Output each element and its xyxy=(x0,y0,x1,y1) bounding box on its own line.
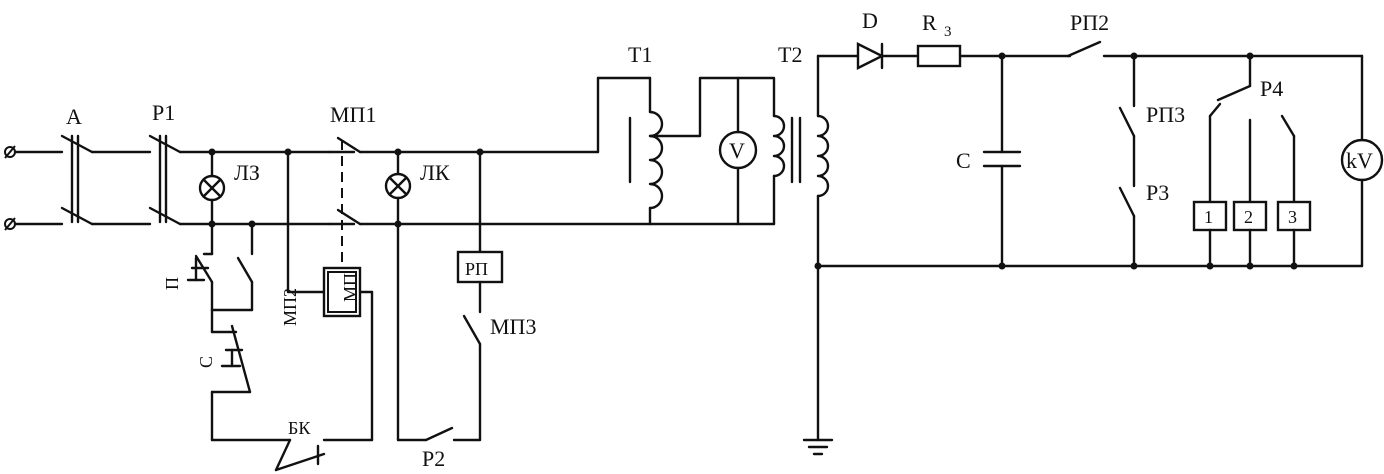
relay-rp2-label: РП2 xyxy=(1070,10,1109,35)
test-object-2-label: 2 xyxy=(1244,207,1253,227)
relay-r4-switch xyxy=(1208,54,1296,204)
ground-symbol xyxy=(802,262,834,456)
button-c-label: С xyxy=(196,356,216,368)
mag-starter-contacts xyxy=(328,136,362,268)
relay-r3-label: Р3 xyxy=(1146,180,1169,205)
relay-rp-circuit xyxy=(396,148,504,442)
control-circuit-left xyxy=(186,148,374,472)
test-object-3-label: 3 xyxy=(1288,207,1297,227)
discharge-branch xyxy=(1118,54,1138,270)
transformer-t2-label: Т2 xyxy=(778,42,802,67)
contact-mp3-label: МП3 xyxy=(490,314,536,339)
test-object-3 xyxy=(1276,200,1312,270)
test-object-2 xyxy=(1232,200,1268,270)
button-p-label: П xyxy=(162,277,182,290)
main-bus-middle xyxy=(358,150,652,226)
breaker-label: А xyxy=(66,104,82,129)
breaker-a xyxy=(60,134,152,226)
test-object-1 xyxy=(1192,200,1228,270)
voltmeter xyxy=(718,76,758,226)
mag-starter-coil xyxy=(322,266,362,318)
relay-r4-label: Р4 xyxy=(1260,76,1283,101)
resistor-label: R xyxy=(922,10,937,35)
mag-starter-coil-label: МП xyxy=(340,273,360,302)
diode-label: D xyxy=(862,8,878,33)
relay-p1-contacts xyxy=(148,134,182,226)
transformer-t2 xyxy=(648,54,830,268)
lamp-green-label: ЛЗ xyxy=(234,160,260,185)
resistor-subscript: 3 xyxy=(944,24,952,40)
transformer-t1 xyxy=(596,76,776,226)
mag-starter-contact-label: МП1 xyxy=(330,102,376,127)
voltmeter-label: V xyxy=(729,138,745,163)
input-terminals xyxy=(4,145,64,231)
lamp-red-label: ЛК xyxy=(420,160,450,185)
relay-r2-label: Р2 xyxy=(422,446,445,471)
relay-coil-rp-label: РП xyxy=(465,259,488,279)
lamp-red xyxy=(384,148,412,228)
transformer-t1-label: Т1 xyxy=(628,42,652,67)
kilovoltmeter xyxy=(1340,54,1384,268)
relay-rp3-label: РП3 xyxy=(1146,102,1185,127)
hv-top-bus xyxy=(816,40,1364,70)
capacitor-label: С xyxy=(956,148,971,173)
lamp-green xyxy=(198,148,226,226)
capacitor xyxy=(982,54,1022,270)
block-contact-label: БК xyxy=(288,418,311,438)
relay-p1-label: Р1 xyxy=(152,100,175,125)
contact-mp2-label: МП2 xyxy=(280,288,300,326)
kilovoltmeter-label: kV xyxy=(1346,148,1373,173)
test-object-1-label: 1 xyxy=(1204,207,1213,227)
